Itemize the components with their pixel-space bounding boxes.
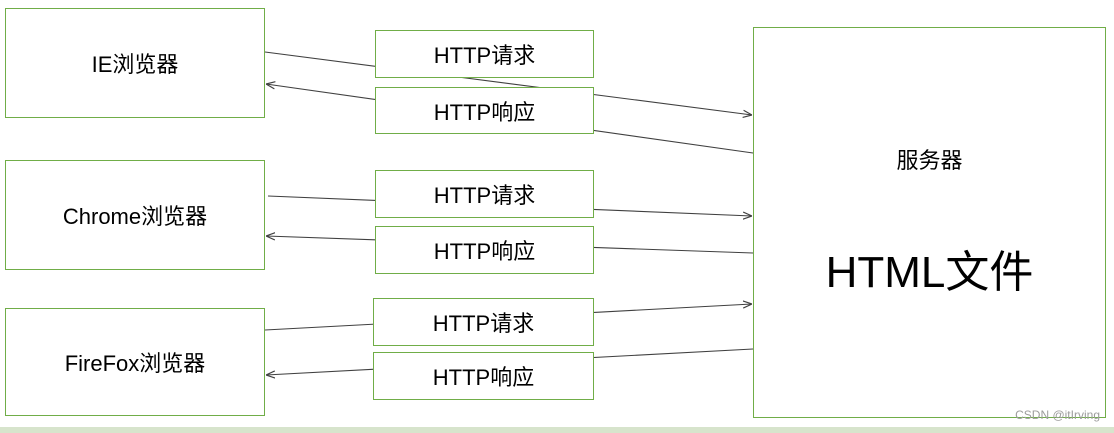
server-box: 服务器 HTML文件 (753, 27, 1106, 418)
html-file-label: HTML文件 (825, 248, 1034, 297)
ie-request-label: HTTP请求 (433, 43, 536, 68)
ie-browser-label: IE浏览器 (91, 52, 179, 77)
chrome-request-label: HTTP请求 (433, 183, 536, 208)
watermark: CSDN @itIrving (1015, 408, 1100, 422)
ie-response-label-box: HTTP响应 (375, 87, 594, 134)
server-title: 服务器 (896, 148, 963, 173)
ie-request-label-box: HTTP请求 (375, 30, 594, 78)
chrome-request-label-box: HTTP请求 (375, 170, 594, 218)
firefox-request-label: HTTP请求 (432, 311, 535, 336)
chrome-browser-box: Chrome浏览器 (5, 160, 265, 270)
firefox-response-label: HTTP响应 (432, 365, 535, 390)
firefox-browser-box: FireFox浏览器 (5, 308, 265, 416)
ie-response-label: HTTP响应 (433, 99, 536, 125)
ie-request-arrow (264, 51, 752, 115)
firefox-request-label-box: HTTP请求 (373, 298, 594, 346)
chrome-response-label-box: HTTP响应 (375, 226, 594, 274)
firefox-browser-label: FireFox浏览器 (64, 351, 206, 376)
bottom-strip (0, 427, 1114, 433)
chrome-response-label: HTTP响应 (433, 239, 536, 264)
chrome-browser-label: Chrome浏览器 (62, 204, 208, 229)
ie-browser-box: IE浏览器 (5, 8, 265, 118)
firefox-response-label-box: HTTP响应 (373, 352, 594, 400)
